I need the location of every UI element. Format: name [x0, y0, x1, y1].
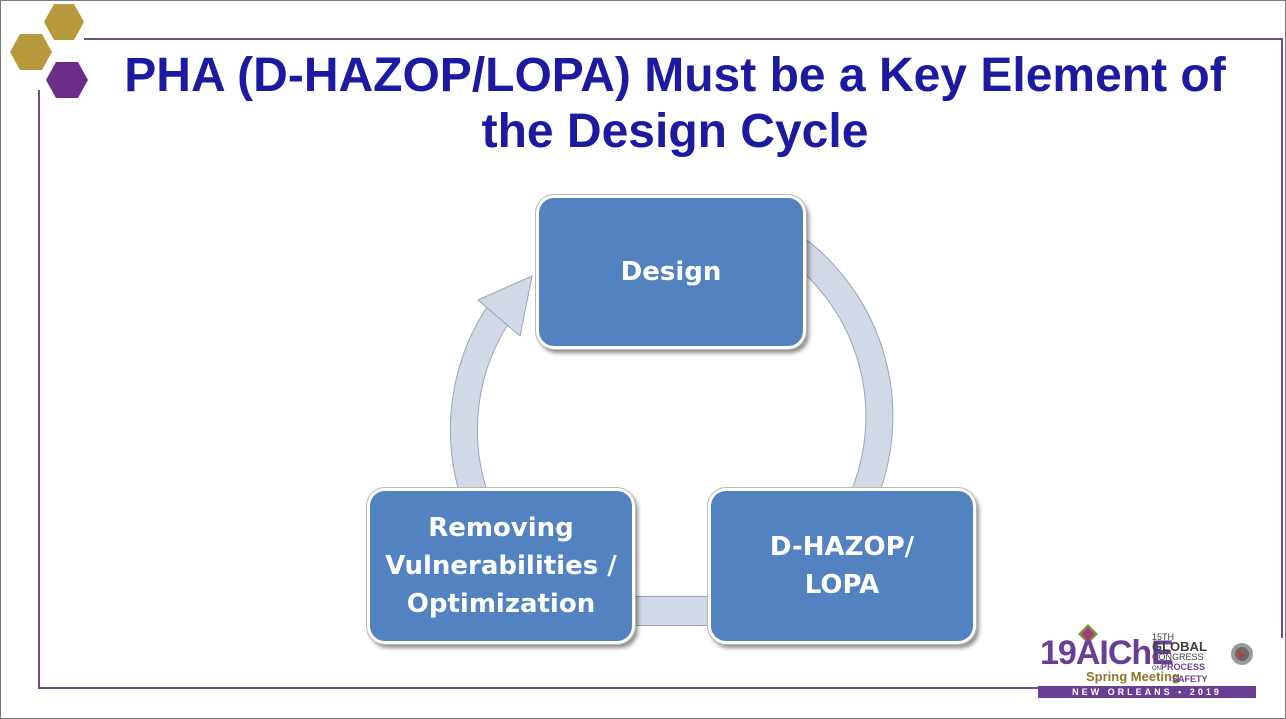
slide-title: PHA (D-HAZOP/LOPA) Must be a Key Element… [124, 49, 1226, 158]
cycle-step-label: Removing Vulnerabilities / Optimization [385, 513, 617, 619]
hexagon-logo-icon [10, 4, 88, 98]
logo-year: 19AIChE [1040, 634, 1174, 672]
cycle-step-design: Design [535, 194, 807, 350]
frame-line-right [1281, 38, 1283, 638]
logo-congress: 15TH GLOBAL CONGRESS ONPROCESS SAFETY [1152, 632, 1208, 684]
cycle-step-dhazop-lopa: D-HAZOP/ LOPA [707, 487, 977, 645]
frame-line-bottom [38, 687, 1038, 689]
cycle-step-label: D-HAZOP/ LOPA [769, 532, 915, 600]
globe-icon [1231, 643, 1253, 665]
diamond-icon [1078, 624, 1098, 644]
frame-line-top [84, 38, 1283, 40]
logo-location: NEW ORLEANS • 2019 [1038, 686, 1256, 698]
cycle-step-label: Design [620, 257, 722, 287]
frame-line-left [38, 90, 40, 687]
cycle-step-removing-vulnerabilities: Removing Vulnerabilities / Optimization [366, 487, 636, 645]
conference-logo: 19AIChE Spring Meeting 15TH GLOBAL CONGR… [1038, 624, 1264, 698]
logo-event: Spring Meeting [1086, 669, 1180, 684]
